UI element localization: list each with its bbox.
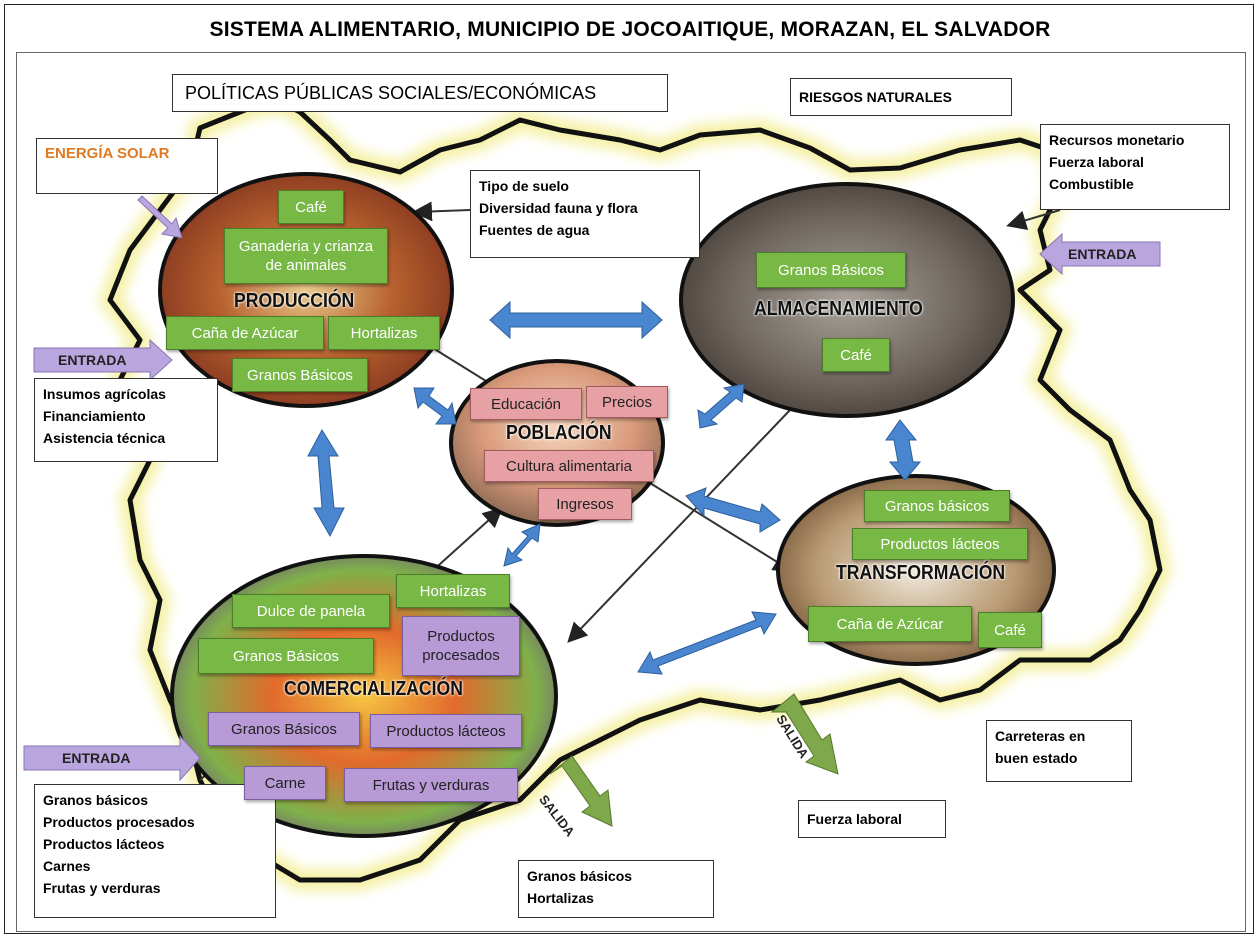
outer-frame (4, 4, 1254, 934)
pob-item-educacion: Educación (470, 388, 582, 420)
com-item-granos-green: Granos Básicos (198, 638, 374, 674)
com-item-frutas: Frutas y verduras (344, 768, 518, 802)
alm-item-granos: Granos Básicos (756, 252, 906, 288)
com-item-procesados: Productos procesados (402, 616, 520, 676)
prod-item-granos: Granos Básicos (232, 358, 368, 392)
solar-box: ENERGÍA SOLAR (36, 138, 218, 194)
tra-item-cafe: Café (978, 612, 1042, 648)
prod-pob-arrow (413, 387, 457, 425)
prod-item-cafe: Café (278, 190, 344, 224)
alm-pob-arrow (697, 383, 745, 429)
almacenamiento-circle (679, 182, 1015, 418)
policies-box: POLÍTICAS PÚBLICAS SOCIALES/ECONÓMICAS (172, 74, 668, 112)
almacenamiento-title: ALMACENAMIENTO (754, 298, 923, 320)
inner-frame (16, 52, 1246, 932)
pob-item-cultura: Cultura alimentaria (484, 450, 654, 482)
com-item-lacteos: Productos lácteos (370, 714, 522, 748)
alm-item-cafe: Café (822, 338, 890, 372)
pob-item-precios: Precios (586, 386, 668, 418)
entrada-label-left: ENTRADA (58, 352, 127, 368)
roads-box: Carreteras en buen estado (986, 720, 1132, 782)
solar-arrow (137, 195, 183, 239)
poblacion-title: POBLACIÓN (506, 422, 612, 444)
com-item-granos-purple: Granos Básicos (208, 712, 360, 746)
transformacion-title: TRANSFORMACIÓN (836, 562, 1006, 584)
territory-border (107, 99, 1163, 883)
prod-item-cana: Caña de Azúcar (166, 316, 324, 350)
diagram-title: SISTEMA ALIMENTARIO, MUNICIPIO DE JOCOAI… (209, 18, 1051, 41)
inputs-bottom-box: Granos básicos Productos procesados Prod… (34, 784, 276, 918)
entrada-arrows (23, 195, 1161, 782)
produccion-title: PRODUCCIÓN (234, 290, 355, 312)
com-item-dulce: Dulce de panela (232, 594, 390, 628)
environment-box: Tipo de suelo Diversidad fauna y flora F… (470, 170, 700, 258)
entrada-arrow-bottom (23, 734, 201, 782)
prod-alm-arrow (489, 300, 663, 340)
pob-tra-arrow (685, 487, 781, 533)
com-item-carne: Carne (244, 766, 326, 800)
comercializacion-title: COMERCIALIZACIÓN (284, 678, 463, 700)
pob-item-ingresos: Ingresos (538, 488, 632, 520)
entrada-arrow-right (1039, 232, 1161, 276)
tra-item-cana: Caña de Azúcar (808, 606, 972, 642)
entrada-label-bottom: ENTRADA (62, 750, 131, 766)
flow-arrows (307, 300, 922, 675)
resources-box: Recursos monetario Fuerza laboral Combus… (1040, 124, 1230, 210)
tra-item-lacteos: Productos lácteos (852, 528, 1028, 560)
prod-item-ganaderia: Ganaderia y crianza de animales (224, 228, 388, 284)
entrada-label-right: ENTRADA (1068, 246, 1137, 262)
alm-tra-arrow (885, 419, 922, 481)
com-item-hortalizas: Hortalizas (396, 574, 510, 608)
salida-arrows (549, 693, 839, 827)
salida-arrow-right (770, 693, 839, 775)
inputs-left-box: Insumos agrícolas Financiamiento Asisten… (34, 378, 218, 462)
risks-box: RIESGOS NATURALES (790, 78, 1012, 116)
prod-com-arrow (307, 428, 345, 538)
tra-item-granos: Granos básicos (864, 490, 1010, 522)
tra-com-arrow (637, 611, 777, 675)
salida-arrow-left (549, 755, 613, 827)
entrada-arrow-left (33, 338, 173, 382)
outputs-box: Granos básicos Hortalizas (518, 860, 714, 918)
pob-com-arrow (503, 523, 541, 567)
labor-box: Fuerza laboral (798, 800, 946, 838)
prod-item-hortalizas: Hortalizas (328, 316, 440, 350)
